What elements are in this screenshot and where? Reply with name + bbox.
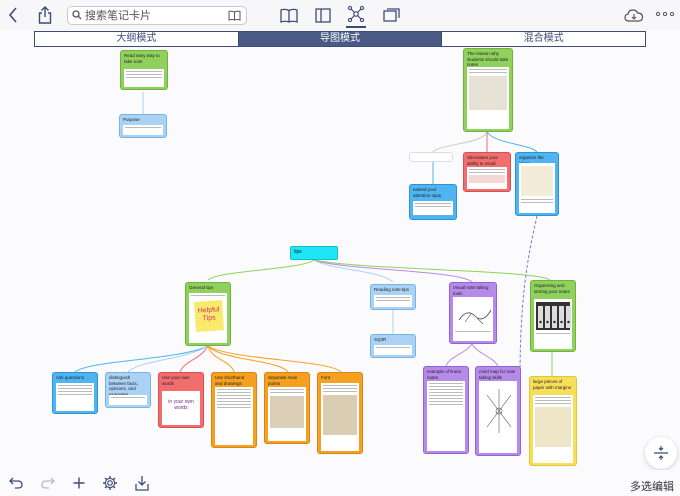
search-bar[interactable] — [67, 6, 247, 25]
node-example-linear[interactable]: example of linear notes — [423, 366, 469, 454]
add-icon[interactable] — [71, 475, 87, 491]
node-title: Separate main points — [268, 375, 298, 386]
node-body — [467, 167, 507, 189]
node-title: mind map for note taking skills — [479, 369, 516, 380]
node-mind-map[interactable]: mind map for note taking skills — [475, 366, 521, 456]
mindmap-connectors — [74, 92, 553, 379]
node-title: large pieces of paper with margins — [533, 379, 572, 390]
search-icon — [72, 10, 82, 20]
export-icon[interactable] — [133, 474, 151, 492]
node-reading[interactable]: Reading note tips — [370, 284, 416, 310]
node-image — [469, 76, 507, 110]
node-title: Ask questions — [56, 375, 85, 380]
node-body — [56, 383, 94, 411]
node-body — [519, 163, 555, 213]
book-open-icon[interactable] — [279, 5, 299, 25]
node-root[interactable]: tips — [290, 246, 338, 260]
sidebar-icon[interactable] — [313, 5, 333, 25]
bottom-toolbar — [0, 470, 680, 496]
node-body — [374, 345, 412, 355]
tab-mixed-mode[interactable]: 混合模式 — [441, 32, 645, 46]
node-distinguish[interactable]: distinguish between facts, opinions, and… — [105, 372, 151, 408]
node-body — [124, 69, 164, 87]
node-visual[interactable]: Visual note taking tools — [449, 282, 497, 344]
node-title: SQ3R — [374, 337, 387, 342]
tab-outline-mode[interactable]: 大纲模式 — [116, 33, 157, 44]
cloud-icon[interactable] — [623, 6, 645, 24]
node-image — [535, 407, 571, 447]
more-icon[interactable] — [655, 9, 675, 19]
node-ask-questions[interactable]: Ask questions — [52, 372, 98, 414]
node-font[interactable]: Font — [317, 372, 363, 454]
node-title: Organising and storing your notes — [534, 283, 570, 294]
node-sq3r[interactable]: SQ3R — [370, 334, 416, 358]
node-title: Use your own words — [162, 375, 190, 386]
mind-map-sketch-image — [455, 300, 492, 328]
node-body — [533, 395, 573, 463]
node-image — [521, 166, 553, 196]
node-large-pieces[interactable]: large pieces of paper with margins — [529, 376, 577, 466]
mindmap-icon[interactable] — [346, 4, 366, 24]
node-own-words[interactable]: Use your own words in your own words — [158, 372, 204, 428]
top-bar — [0, 0, 680, 30]
multi-select-edit-button[interactable]: 多选编辑 — [630, 481, 674, 493]
node-body — [123, 125, 163, 135]
mode-segmented-control: 大纲模式 导图模式 混合模式 — [34, 31, 646, 47]
node-extend[interactable]: extend your attention span — [409, 184, 457, 220]
node-body — [268, 387, 306, 441]
node-body — [109, 395, 147, 405]
node-title: Font — [321, 375, 331, 380]
node-shorthand[interactable]: Use shorthand and drawings — [211, 372, 257, 448]
settings-icon[interactable] — [101, 474, 119, 492]
node-organising[interactable]: Organising and storing your notes — [530, 280, 576, 352]
active-view-indicator — [346, 26, 366, 28]
search-input[interactable] — [85, 8, 225, 23]
book-icon[interactable] — [228, 10, 241, 21]
node-title: Purpose — [123, 117, 140, 122]
node-body — [427, 381, 465, 451]
cards-icon[interactable] — [381, 5, 401, 25]
node-title: The reason why students should take note… — [467, 51, 509, 67]
node-separate[interactable]: Separate main points — [264, 372, 310, 444]
node-image — [270, 396, 304, 428]
redo-icon[interactable] — [40, 475, 56, 491]
node-body — [467, 67, 509, 129]
undo-icon[interactable] — [8, 475, 24, 491]
tab-mindmap-mode[interactable]: 导图模式 — [237, 32, 442, 46]
node-blank[interactable] — [409, 152, 453, 162]
binders-image — [536, 302, 571, 330]
node-body — [453, 297, 493, 341]
node-body: Helpful Tips — [189, 293, 227, 343]
node-title: Read easy way to take note — [124, 53, 160, 64]
fit-zoom-icon[interactable] — [645, 437, 677, 469]
node-body — [413, 201, 453, 215]
sticky-note-image: Helpful Tips — [193, 300, 225, 332]
node-general-tips[interactable]: General tips Helpful Tips — [185, 282, 231, 346]
node-body — [534, 299, 572, 349]
node-title: extend your attention span — [413, 187, 442, 198]
node-title: distinguish between facts, opinions, and… — [109, 375, 139, 397]
back-chevron-icon[interactable] — [6, 6, 20, 24]
node-title: Use shorthand and drawings — [215, 375, 245, 386]
node-research[interactable]: The reason why students should take note… — [463, 48, 513, 132]
node-title: example of linear notes — [427, 369, 462, 380]
node-image — [323, 395, 357, 435]
mindmap-canvas[interactable]: Read easy way to take note Purpose The r… — [0, 48, 680, 468]
node-body — [321, 383, 359, 451]
node-stimulates[interactable]: Stimulates your ability to recall — [463, 152, 511, 192]
node-body — [374, 295, 412, 307]
node-body — [215, 387, 253, 445]
share-icon[interactable] — [36, 4, 54, 26]
node-body — [479, 381, 517, 453]
node-purpose[interactable]: Purpose — [119, 114, 167, 138]
node-title: Reading note tips — [374, 287, 410, 292]
node-title: General tips — [189, 285, 214, 290]
node-title: Visual note taking tools — [453, 285, 489, 296]
node-top-left[interactable]: Read easy way to take note — [120, 50, 168, 90]
node-organize[interactable]: organize the ideas — [515, 152, 559, 216]
own-words-image: in your own words — [162, 391, 200, 425]
node-title: Stimulates your ability to recall — [467, 155, 499, 166]
